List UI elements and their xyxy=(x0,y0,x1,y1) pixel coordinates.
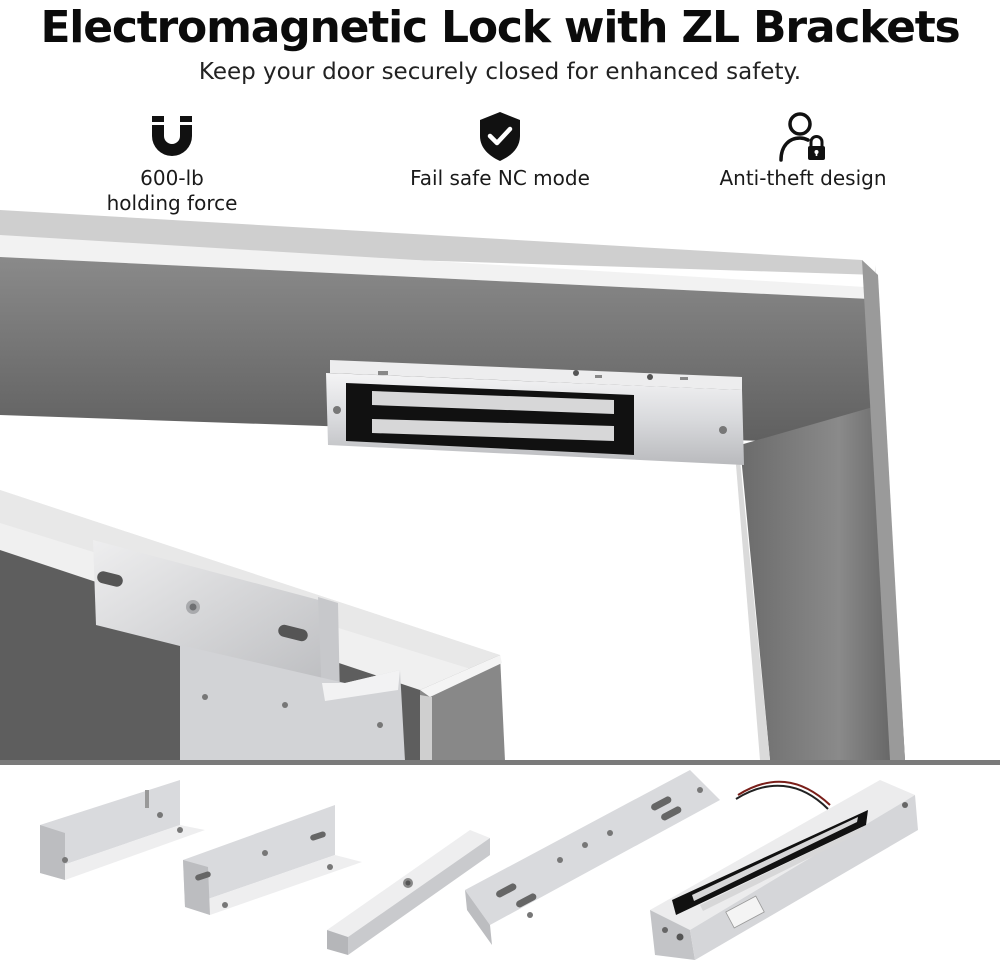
user-lock-icon xyxy=(779,112,825,162)
section-divider xyxy=(0,760,1000,765)
feature-label: Fail safe NC mode xyxy=(410,166,590,190)
door-frame-illustration xyxy=(0,210,905,761)
frame-right-side xyxy=(740,265,905,760)
shield-check-icon xyxy=(480,112,520,161)
feature-holding-force: 600-lb holding force xyxy=(52,108,292,216)
frame-top-edge xyxy=(0,210,878,275)
mounting-bracket-long xyxy=(465,770,720,945)
frame-highlight xyxy=(0,235,870,299)
electromagnetic-lock-unit xyxy=(650,780,918,960)
magnet-icon xyxy=(152,116,192,156)
magnetic-lock-mounted xyxy=(326,360,744,465)
z-bracket-mounted xyxy=(93,540,405,761)
l-bracket-medium xyxy=(183,805,362,915)
feature-label: Anti-theft design xyxy=(719,166,887,190)
included-parts xyxy=(40,770,918,960)
feature-label-line2: holding force xyxy=(106,191,238,215)
feature-fail-safe: Fail safe NC mode xyxy=(380,108,620,191)
feature-label-line1: 600-lb xyxy=(140,166,204,190)
armature-plate xyxy=(327,830,490,955)
feature-anti-theft: Anti-theft design xyxy=(683,108,923,191)
l-bracket-small xyxy=(40,780,205,880)
page-subtitle: Keep your door securely closed for enhan… xyxy=(198,59,802,85)
page-title: Electromagnetic Lock with ZL Brackets xyxy=(40,2,960,53)
